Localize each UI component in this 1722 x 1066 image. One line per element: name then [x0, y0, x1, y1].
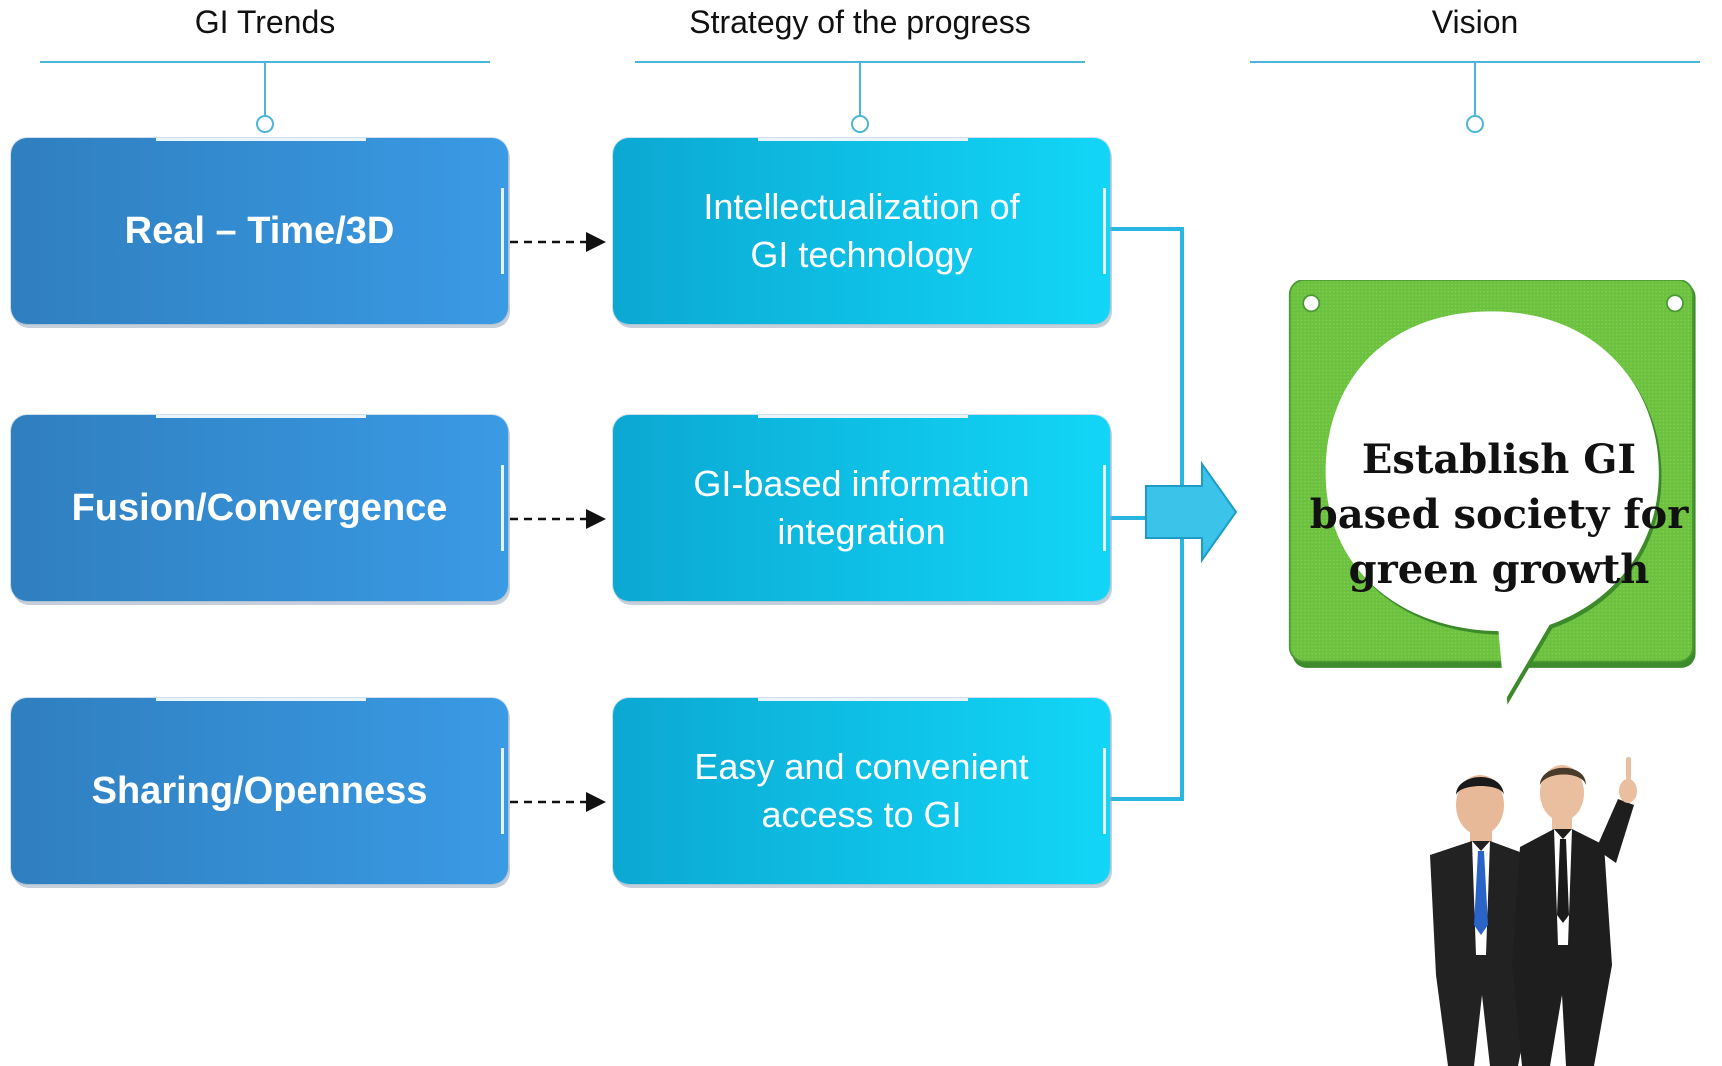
strategy-text: Easy and convenient access to GI	[694, 743, 1028, 839]
strategy-text: Intellectualization of GI technology	[703, 183, 1019, 279]
businessmen-pointing-icon	[1430, 757, 1637, 1066]
strategy-text: GI-based information integration	[693, 460, 1029, 556]
strategy-line: Intellectualization of	[703, 186, 1020, 227]
strategy-line: GI-based information	[693, 463, 1030, 504]
strategy-line: GI technology	[750, 234, 973, 275]
dashed-arrow-3	[510, 792, 606, 812]
dashed-arrow-2	[510, 509, 606, 529]
strategy-line: access to GI	[761, 794, 962, 835]
strategy-line: integration	[777, 511, 946, 552]
trend-box-sharing: Sharing/Openness	[11, 698, 508, 884]
strategy-box-integration: GI-based information integration	[613, 415, 1110, 601]
trend-box-realtime: Real – Time/3D	[11, 138, 508, 324]
vision-line: green growth	[1348, 546, 1650, 593]
vision-card	[1288, 280, 1696, 705]
trend-label: Sharing/Openness	[91, 769, 428, 812]
right-arrow-icon	[1145, 460, 1238, 564]
header-vision: Vision	[1431, 4, 1519, 40]
strategy-box-access: Easy and convenient access to GI	[613, 698, 1110, 884]
vision-line: based society for	[1309, 491, 1689, 538]
trend-box-fusion: Fusion/Convergence	[11, 415, 508, 601]
strategy-box-intellectualization: Intellectualization of GI technology	[613, 138, 1110, 324]
header-strategy: Strategy of the progress	[689, 4, 1031, 40]
dashed-arrow-1	[510, 232, 606, 252]
trend-label: Real – Time/3D	[124, 209, 395, 252]
trend-label: Fusion/Convergence	[71, 486, 448, 529]
vision-line: Establish GI	[1361, 436, 1637, 483]
vision-statement: Establish GI based society for green gro…	[1290, 432, 1708, 597]
header-gi-trends: GI Trends	[194, 4, 336, 40]
strategy-line: Easy and convenient	[694, 746, 1029, 787]
